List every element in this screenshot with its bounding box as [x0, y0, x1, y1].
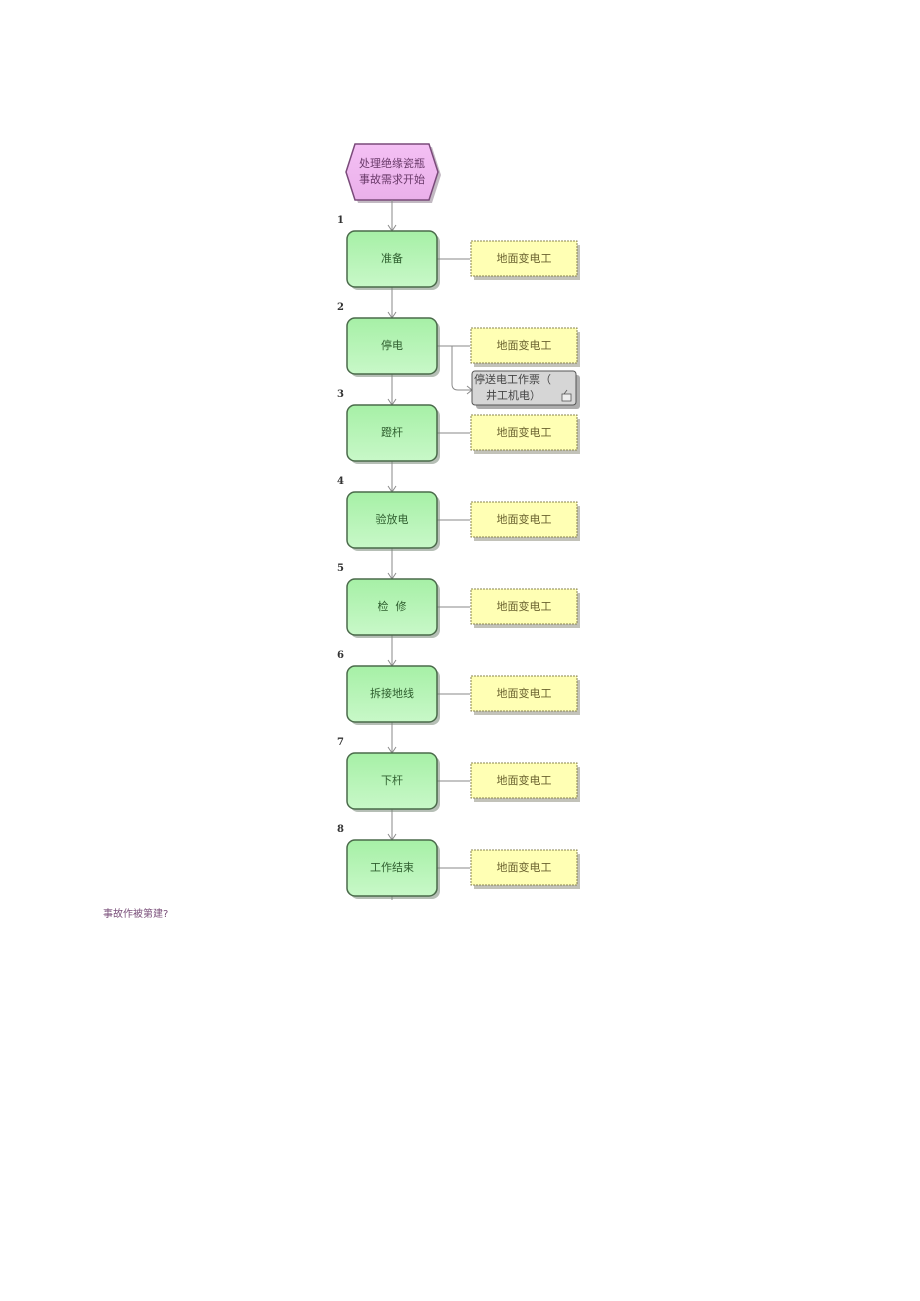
start-node: [345, 143, 441, 203]
role-box-5: [470, 588, 580, 628]
step-number-7: 7: [337, 737, 344, 748]
step-number-6: 6: [337, 650, 344, 661]
step-box-8: [346, 839, 440, 899]
caption-text: 事故作被第建?: [103, 909, 169, 920]
document-line-2: 井工机电）: [486, 389, 541, 402]
step-number-3: 3: [337, 389, 344, 400]
step-box-7: [346, 752, 440, 812]
step-box-1: [346, 230, 440, 290]
role-boxes: [470, 240, 580, 889]
step-boxes: [346, 230, 440, 899]
step-number-8: 8: [337, 824, 344, 835]
role-box-3: [470, 414, 580, 454]
step-number-1: 1: [337, 215, 344, 226]
step-number-2: 2: [337, 302, 344, 313]
role-box-1: [470, 240, 580, 280]
role-box-4: [470, 501, 580, 541]
step-box-3: [346, 404, 440, 464]
document-line-1: 停送电工作票（: [474, 373, 551, 386]
step-box-4: [346, 491, 440, 551]
document-label: 停送电工作票（ 井工机电）: [474, 372, 574, 404]
step-box-6: [346, 665, 440, 725]
document-icon: [561, 389, 572, 402]
role-box-2: [470, 327, 580, 367]
role-box-6: [470, 675, 580, 715]
step-box-5: [346, 578, 440, 638]
step-number-5: 5: [337, 563, 344, 574]
role-connectors: [437, 258, 473, 869]
role-box-8: [470, 849, 580, 889]
step-box-2: [346, 317, 440, 377]
role-box-7: [470, 762, 580, 802]
document-box: [471, 370, 580, 409]
step-number-4: 4: [337, 476, 344, 487]
